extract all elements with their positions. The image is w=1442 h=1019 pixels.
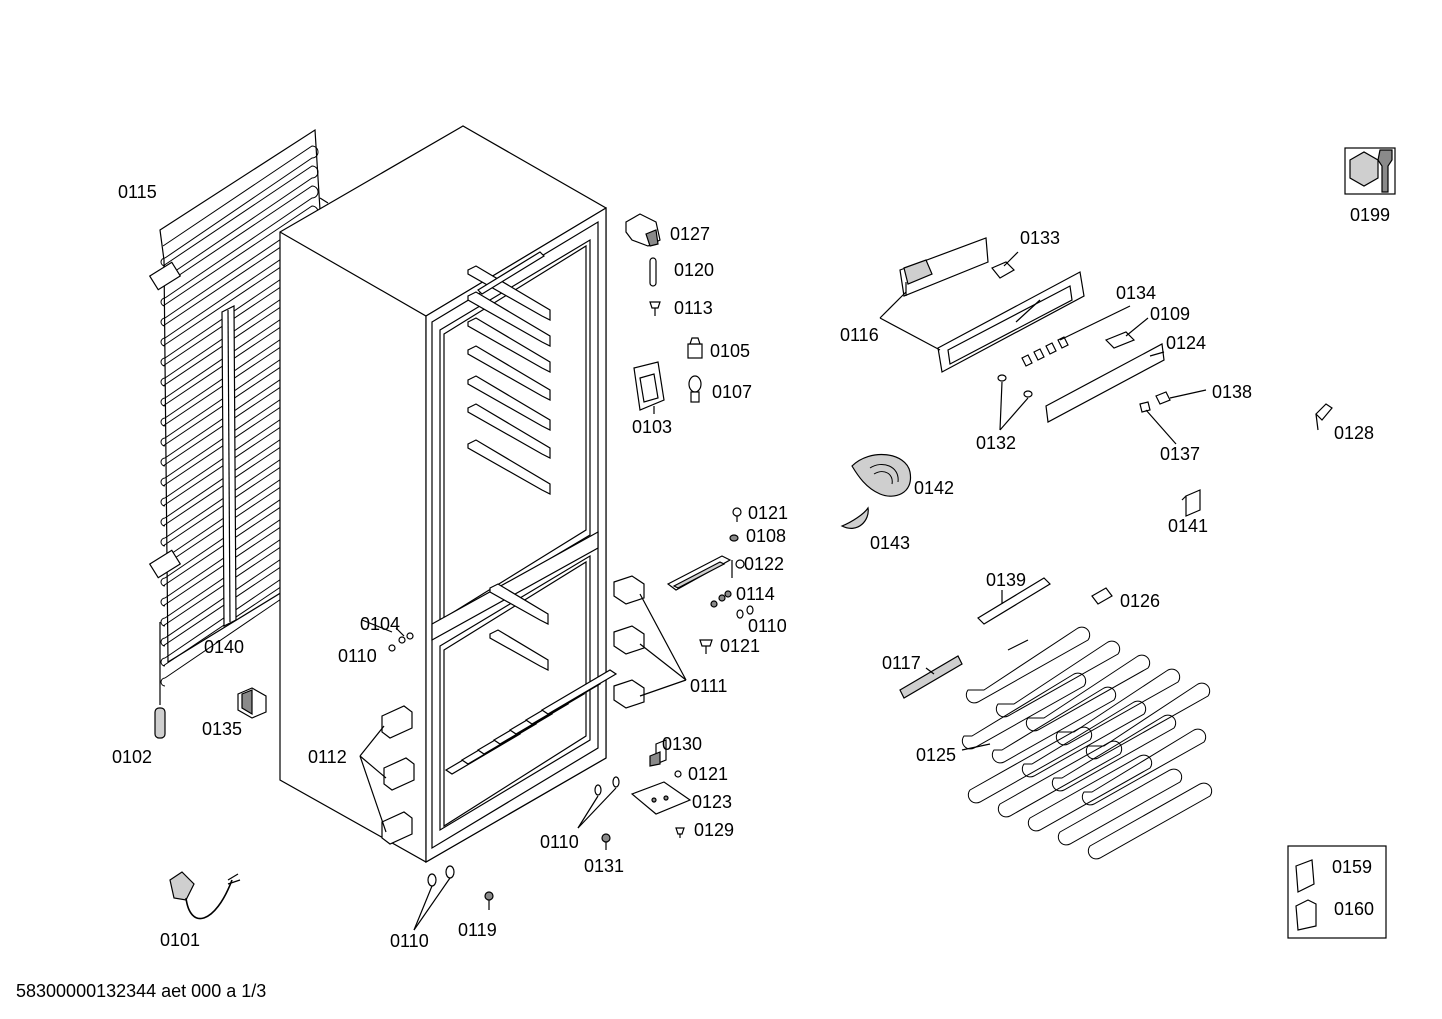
evaporator-coil[interactable] xyxy=(961,626,1213,860)
clip-0128[interactable] xyxy=(1315,403,1333,431)
label-0121: 0121 xyxy=(748,503,788,523)
label-0139: 0139 xyxy=(986,570,1026,590)
label-0125: 0125 xyxy=(916,745,956,765)
label-0138: 0138 xyxy=(1212,382,1252,402)
label-0140: 0140 xyxy=(204,637,244,657)
service-wrench-icon[interactable] xyxy=(1344,147,1396,195)
tube-0139[interactable] xyxy=(977,577,1051,625)
label-0105: 0105 xyxy=(710,341,750,361)
label-0111: 0111 xyxy=(690,676,727,696)
part-icon-0160 xyxy=(1295,899,1317,931)
label-0142: 0142 xyxy=(914,478,954,498)
plug-0126[interactable] xyxy=(1091,587,1113,605)
lamp-cover-0103[interactable] xyxy=(633,361,665,414)
label-0110: 0110 xyxy=(390,931,429,951)
label-0116: 0116 xyxy=(840,325,879,345)
label-0124: 0124 xyxy=(1166,333,1206,353)
label-0110: 0110 xyxy=(540,832,579,852)
label-0101: 0101 xyxy=(160,930,200,950)
label-0160: 0160 xyxy=(1334,899,1374,919)
document-footer: 58300000132344 aet 000 a 1/3 xyxy=(16,981,266,1001)
bottom-hinge[interactable] xyxy=(577,739,692,850)
door-spacers[interactable] xyxy=(613,575,687,709)
label-0143: 0143 xyxy=(870,533,910,553)
fan-blade-cover[interactable] xyxy=(840,506,869,529)
label-0129: 0129 xyxy=(694,820,734,840)
label-0141: 0141 xyxy=(1168,516,1208,536)
label-0114: 0114 xyxy=(736,584,775,604)
label-0102: 0102 xyxy=(112,747,152,767)
label-0107: 0107 xyxy=(712,382,752,402)
label-0115: 0115 xyxy=(118,182,157,202)
screws-0104[interactable] xyxy=(388,627,414,652)
label-0109: 0109 xyxy=(1150,304,1190,324)
part-icon-0159 xyxy=(1295,859,1315,893)
label-0120: 0120 xyxy=(674,260,714,280)
leader-lines xyxy=(361,299,1041,633)
label-0119: 0119 xyxy=(458,920,497,940)
foot-pads[interactable] xyxy=(413,865,455,931)
label-0104: 0104 xyxy=(360,614,400,634)
clip-part[interactable] xyxy=(237,687,267,719)
label-0126: 0126 xyxy=(1120,591,1160,611)
condenser-support-bar[interactable] xyxy=(221,305,237,627)
power-cord[interactable] xyxy=(169,871,241,920)
hinge-screw-0113[interactable] xyxy=(649,301,661,316)
label-0112: 0112 xyxy=(308,747,347,767)
label-0128: 0128 xyxy=(1334,423,1374,443)
label-0132: 0132 xyxy=(976,433,1016,453)
clip-0141[interactable] xyxy=(1181,489,1201,517)
shelf-guides[interactable] xyxy=(359,705,415,845)
insulation-0117[interactable] xyxy=(899,655,963,699)
fan-housing[interactable] xyxy=(851,453,912,497)
part-labels: 0115 0140 0102 0135 0104 0110 0112 0101 … xyxy=(112,182,1390,951)
label-0133: 0133 xyxy=(1020,228,1060,248)
label-0113: 0113 xyxy=(674,298,713,318)
label-0121: 0121 xyxy=(720,636,760,656)
label-0199: 0199 xyxy=(1350,205,1390,225)
label-0103: 0103 xyxy=(632,417,672,437)
label-0123: 0123 xyxy=(692,792,732,812)
hinge-pin[interactable] xyxy=(649,257,657,287)
label-0121: 0121 xyxy=(688,764,728,784)
label-0108: 0108 xyxy=(746,526,786,546)
label-0130: 0130 xyxy=(662,734,702,754)
label-0110: 0110 xyxy=(748,616,787,636)
middle-hinge[interactable] xyxy=(666,555,733,591)
hinge-small-parts[interactable] xyxy=(699,507,754,654)
bulb-0107[interactable] xyxy=(688,375,702,403)
label-0135: 0135 xyxy=(202,719,242,739)
label-0122: 0122 xyxy=(744,554,784,574)
screw-0119[interactable] xyxy=(484,891,494,910)
label-0110: 0110 xyxy=(338,646,377,666)
label-0131: 0131 xyxy=(584,856,624,876)
label-0159: 0159 xyxy=(1332,857,1372,877)
legend-box xyxy=(1287,845,1387,939)
drier-filter[interactable] xyxy=(154,707,166,739)
label-0117: 0117 xyxy=(882,653,921,673)
label-0137: 0137 xyxy=(1160,444,1200,464)
top-hinge-cover[interactable] xyxy=(625,213,661,247)
control-panel[interactable] xyxy=(879,237,1207,445)
label-0127: 0127 xyxy=(670,224,710,244)
lamp-holder-0105[interactable] xyxy=(687,337,703,359)
refrigerator-cabinet[interactable] xyxy=(279,125,618,864)
label-0134: 0134 xyxy=(1116,283,1156,303)
